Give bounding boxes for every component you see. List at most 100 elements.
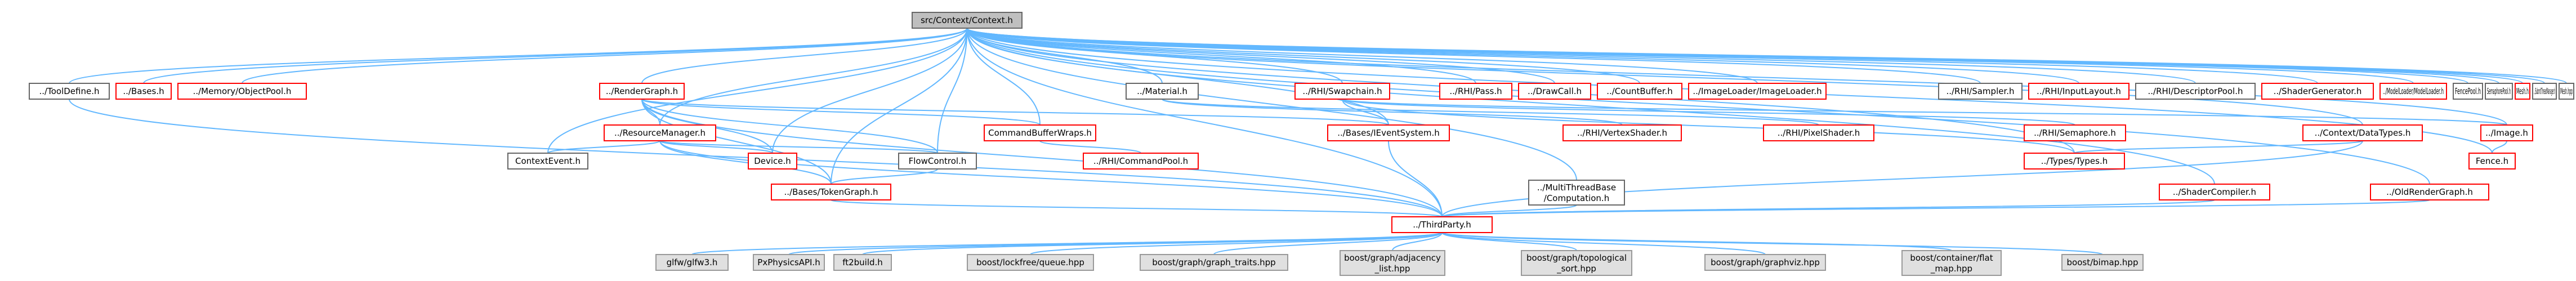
node-multi-thread-base[interactable]: ../MultiThreadBase /Computation.h (1528, 180, 1625, 206)
node-rhi-sampler[interactable]: ../RHI/Sampler.h (1938, 83, 2023, 100)
node-rhi-swapchain[interactable]: ../RHI/Swapchain.h (1294, 83, 1390, 100)
edge-context-root-to-rhi-swapchain (966, 28, 1343, 84)
node-flow-control[interactable]: FlowControl.h (898, 153, 977, 170)
node-submit-thread-manager-label: ../SubmitThreadManager.h (2534, 86, 2555, 96)
node-bases-label: ../Bases.h (123, 86, 164, 96)
node-model-loader[interactable]: ../ModelLoader/ModelLoader.h (2379, 83, 2447, 100)
edge-rhi-swapchain-to-event-system (1342, 99, 1389, 126)
node-ext-lockfree-queue[interactable]: boost/lockfree/queue.hpp (967, 254, 1094, 271)
node-ext-lockfree-queue-label: boost/lockfree/queue.hpp (976, 257, 1084, 267)
edge-context-root-to-resource-manager (659, 28, 968, 126)
node-old-render-graph[interactable]: ../OldRenderGraph.h (2370, 184, 2489, 200)
node-context-root[interactable]: src/Context/Context.h (912, 12, 1023, 29)
edge-render-graph-to-event-system (641, 99, 1389, 126)
node-third-party-label: ../ThirdParty.h (1413, 220, 1471, 230)
edge-context-root-to-memory-object-pool (242, 28, 968, 84)
node-ext-adjacency-list[interactable]: boost/graph/adjacency _list.hpp (1340, 250, 1445, 276)
node-rhi-pixel-shader[interactable]: ../RHI/PixelShader.h (1763, 124, 1874, 141)
node-ext-topological-sort[interactable]: boost/graph/topological _sort.hpp (1521, 250, 1632, 276)
node-rhi-semaphore[interactable]: ../RHI/Semaphore.h (2024, 124, 2126, 141)
node-ext-glfw-label: glfw/glfw3.h (667, 257, 718, 267)
node-draw-call[interactable]: ../DrawCall.h (1518, 83, 1591, 100)
node-ext-bimap[interactable]: boost/bimap.hpp (2061, 254, 2144, 271)
node-memory-object-pool[interactable]: ../Memory/ObjectPool.h (177, 83, 307, 100)
node-tool-define-label: ../ToolDefine.h (39, 86, 100, 96)
node-rhi-command-pool[interactable]: ../RHI/CommandPool.h (1083, 153, 1199, 170)
graph-nodes: src/Context/Context.h ../ToolDefine.h ..… (29, 12, 2574, 276)
node-shader-generator[interactable]: ../ShaderGenerator.h (2261, 83, 2374, 100)
edge-render-graph-to-flow-control (641, 99, 938, 154)
node-tool-define[interactable]: ../ToolDefine.h (29, 83, 110, 100)
node-rhi-vertex-shader-label: ../RHI/VertexShader.h (1577, 128, 1667, 138)
node-ext-adjacency-list-label-2: _list.hpp (1374, 264, 1410, 274)
node-submit-thread-manager[interactable]: ../SubmitThreadManager.h (2532, 83, 2557, 100)
node-rhi-pass[interactable]: ../RHI/Pass.h (1439, 83, 1512, 100)
node-third-party[interactable]: ../ThirdParty.h (1391, 216, 1493, 233)
node-image-label: ../Image.h (2485, 128, 2528, 138)
node-draw-call-label: ../DrawCall.h (1528, 86, 1582, 96)
node-rhi-vertex-shader[interactable]: ../RHI/VertexShader.h (1562, 124, 1682, 141)
edge-resource-manager-to-flow-control (659, 140, 938, 154)
node-mesh[interactable]: Mesh.h (2515, 83, 2530, 100)
node-command-buffer-wraps[interactable]: CommandBufferWraps.h (984, 124, 1096, 141)
node-ext-graphviz[interactable]: boost/graph/graphviz.hpp (1704, 254, 1826, 271)
node-event-system-label: ../Bases/IEventSystem.h (1337, 128, 1440, 138)
edge-context-root-to-multi-thread-base (966, 28, 1577, 181)
node-rhi-descriptor-pool[interactable]: ../RHI/DescriptorPool.h (2135, 83, 2256, 100)
edge-context-data-types-to-types (2074, 140, 2363, 154)
node-multi-thread-base-label-2: /Computation.h (1544, 193, 1609, 203)
node-material[interactable]: ../Material.h (1126, 83, 1199, 100)
node-ext-graphviz-label: boost/graph/graphviz.hpp (1711, 257, 1820, 267)
node-context-event-label: ContextEvent.h (515, 156, 581, 166)
node-rhi-pass-label: ../RHI/Pass.h (1449, 86, 1502, 96)
node-ext-glfw[interactable]: glfw/glfw3.h (655, 254, 729, 271)
node-types[interactable]: ../Types/Types.h (2024, 153, 2125, 170)
node-ext-graph-traits[interactable]: boost/graph/graph_traits.hpp (1140, 254, 1288, 271)
node-event-system[interactable]: ../Bases/IEventSystem.h (1327, 124, 1450, 141)
node-ext-adjacency-list-label-1: boost/graph/adjacency (1344, 253, 1441, 263)
edge-render-graph-to-bases-token-graph (641, 99, 832, 185)
edge-third-party-to-ext-ft-build (862, 232, 1443, 255)
node-ext-ft-build[interactable]: ft2build.h (833, 254, 892, 271)
node-image[interactable]: ../Image.h (2480, 124, 2533, 141)
node-multi-thread-base-label-1: ../MultiThreadBase (1537, 182, 1616, 193)
node-shader-compiler[interactable]: ../ShaderCompiler.h (2159, 184, 2270, 200)
node-material-label: ../Material.h (1137, 86, 1187, 96)
node-fence[interactable]: Fence.h (2468, 153, 2516, 170)
node-resource-manager[interactable]: ../ResourceManager.h (604, 124, 716, 141)
node-fence-label: Fence.h (2476, 156, 2508, 166)
node-image-loader[interactable]: ../ImageLoader/ImageLoader.h (1688, 83, 1827, 100)
node-semaphore-pool[interactable]: SemaphorePool.h (2485, 83, 2513, 100)
edge-third-party-to-ext-lockfree-queue (1030, 232, 1443, 255)
node-context-root-label: src/Context/Context.h (921, 15, 1013, 25)
edge-context-root-to-bases-token-graph (831, 28, 968, 185)
edge-context-root-to-device (772, 28, 968, 154)
edge-third-party-to-ext-adjacency-list (1392, 232, 1443, 251)
node-context-data-types[interactable]: ../Context/DataTypes.h (2302, 124, 2423, 141)
node-bases-token-graph-label: ../Bases/TokenGraph.h (784, 187, 878, 197)
node-ext-flat-map-label-2: _map.hpp (1930, 264, 1972, 274)
node-model-loader-label: ../ModelLoader/ModelLoader.h (2383, 86, 2444, 96)
edge-multi-thread-base-to-third-party (1441, 204, 1577, 217)
node-ext-physx-label: PxPhysicsAPI.h (757, 257, 820, 267)
node-context-event[interactable]: ContextEvent.h (507, 153, 588, 170)
node-count-buffer[interactable]: ../CountBuffer.h (1597, 83, 1682, 100)
node-rhi-semaphore-label: ../RHI/Semaphore.h (2034, 128, 2116, 138)
node-mesh-hpp[interactable]: Mesh.hpp (2559, 83, 2574, 100)
edge-context-root-to-mesh-hpp (966, 28, 2567, 84)
node-device[interactable]: Device.h (748, 153, 797, 170)
node-render-graph[interactable]: ../RenderGraph.h (599, 83, 685, 100)
edge-context-root-to-image-loader (966, 28, 1758, 84)
node-fence-pool[interactable]: FencePool.h (2453, 83, 2483, 100)
node-semaphore-pool-label: SemaphorePool.h (2487, 86, 2511, 96)
node-ext-physx[interactable]: PxPhysicsAPI.h (753, 254, 825, 271)
node-flow-control-label: FlowControl.h (909, 156, 967, 166)
node-bases-token-graph[interactable]: ../Bases/TokenGraph.h (771, 184, 891, 200)
edge-context-root-to-old-render-graph (966, 28, 2430, 185)
node-memory-object-pool-label: ../Memory/ObjectPool.h (193, 86, 292, 96)
edge-render-graph-to-command-buffer-wraps (641, 99, 1041, 126)
edge-event-system-to-third-party (1388, 140, 1443, 217)
node-bases[interactable]: ../Bases.h (115, 83, 172, 100)
node-rhi-input-layout[interactable]: ../RHI/InputLayout.h (2028, 83, 2129, 100)
node-ext-flat-map[interactable]: boost/container/flat _map.hpp (1901, 250, 2002, 276)
